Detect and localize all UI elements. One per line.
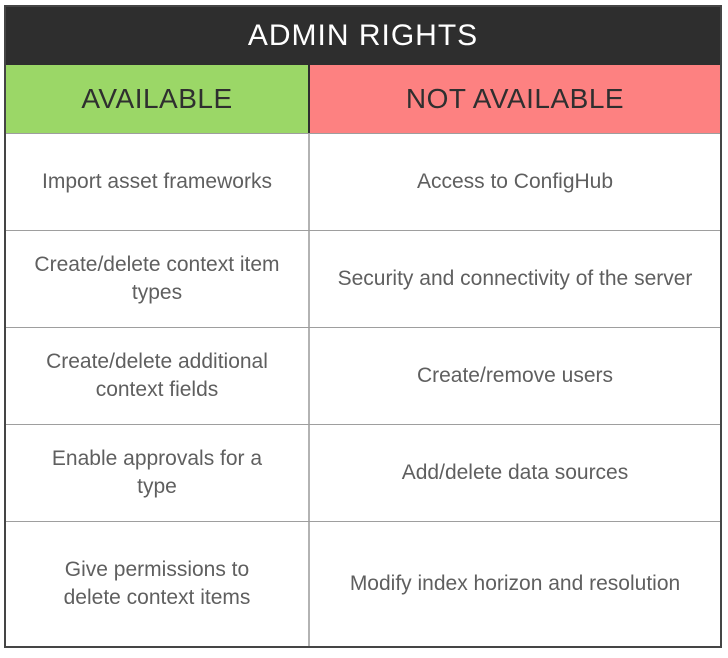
- cell-text: Modify index horizon and resolution: [349, 571, 681, 595]
- table-row: Give permissions to delete context items…: [6, 521, 720, 646]
- table-row: Import asset frameworks Access to Config…: [6, 133, 720, 230]
- cell-text: Enable approvals for a type: [51, 446, 263, 498]
- table-title: ADMIN RIGHTS: [6, 7, 720, 65]
- table-row: Create/delete context item types Securit…: [6, 230, 720, 327]
- cell-not-available: Add/delete data sources: [310, 425, 720, 521]
- cell-available: Import asset frameworks: [6, 134, 310, 230]
- cell-text: Create/delete additional context fields: [46, 349, 268, 401]
- cell-not-available: Security and connectivity of the server: [310, 231, 720, 327]
- cell-available: Create/delete context item types: [6, 231, 310, 327]
- cell-text: Give permissions to delete context items: [63, 557, 251, 609]
- cell-text: Security and connectivity of the server: [337, 266, 693, 290]
- cell-not-available: Create/remove users: [310, 328, 720, 424]
- column-header-not-available: NOT AVAILABLE: [310, 65, 720, 133]
- cell-not-available: Access to ConfigHub: [310, 134, 720, 230]
- column-header-available: AVAILABLE: [6, 65, 310, 133]
- admin-rights-table: ADMIN RIGHTS AVAILABLE NOT AVAILABLE Imp…: [4, 5, 722, 648]
- table-row: Enable approvals for a type Add/delete d…: [6, 424, 720, 521]
- cell-text: Access to ConfigHub: [416, 169, 614, 193]
- header-row: AVAILABLE NOT AVAILABLE: [6, 65, 720, 133]
- cell-not-available: Modify index horizon and resolution: [310, 522, 720, 646]
- cell-available: Give permissions to delete context items: [6, 522, 310, 646]
- cell-text: Create/remove users: [416, 363, 614, 387]
- cell-text: Create/delete context item types: [34, 252, 280, 304]
- cell-available: Enable approvals for a type: [6, 425, 310, 521]
- table-row: Create/delete additional context fields …: [6, 327, 720, 424]
- cell-text: Add/delete data sources: [401, 460, 629, 484]
- cell-available: Create/delete additional context fields: [6, 328, 310, 424]
- cell-text: Import asset frameworks: [42, 169, 272, 193]
